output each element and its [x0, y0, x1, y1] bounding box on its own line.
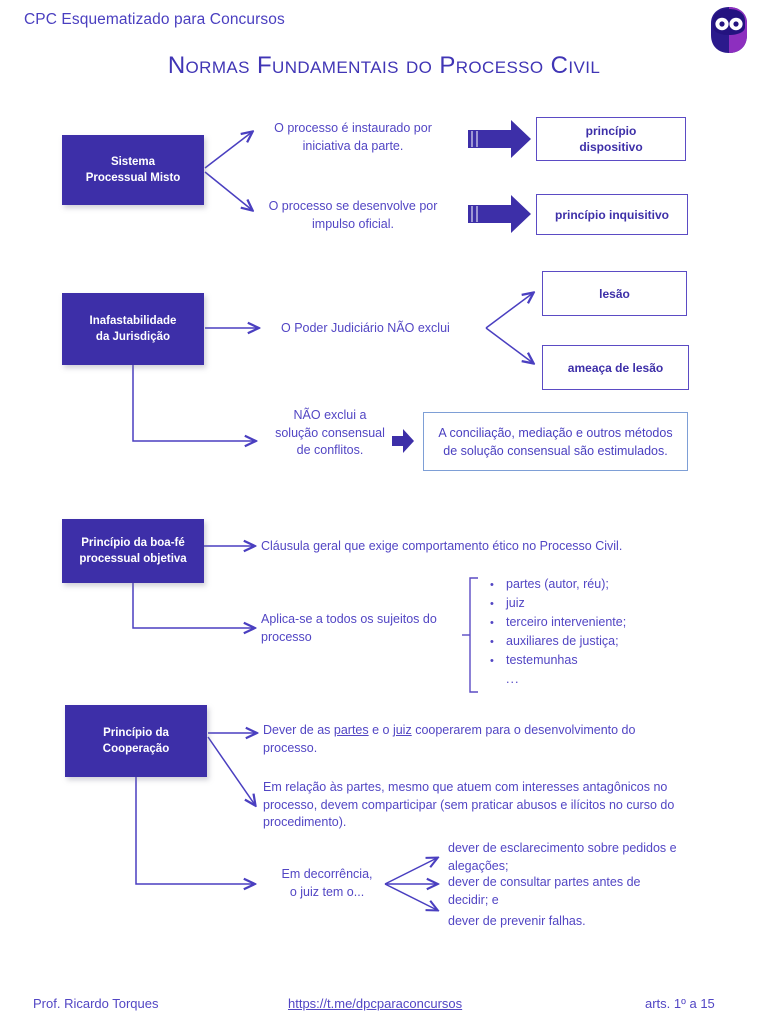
box-principio-dispositivo[interactable]: princípio dispositivo	[536, 117, 686, 161]
box-ameaca-de-lesao[interactable]: ameaça de lesão	[542, 345, 689, 390]
text-dever-mid: e o	[368, 723, 393, 737]
header-subtitle: CPC Esquematizado para Concursos	[24, 11, 285, 28]
text-dever-partes-juiz: Dever de as partes e o juiz cooperarem p…	[263, 722, 683, 757]
list-item-label: testemunhas	[506, 653, 578, 667]
box-ameaca-de-lesao-label: ameaça de lesão	[567, 360, 664, 375]
text-dever-partes: partes	[333, 723, 369, 737]
list-item-label: auxiliares de justiça;	[506, 634, 619, 648]
footer-link[interactable]: https://t.me/dpcparaconcursos	[288, 996, 463, 1011]
box-principio-dispositivo-label: princípio dispositivo	[579, 124, 643, 154]
list-item-label: terceiro interveniente;	[506, 615, 627, 629]
list-item: • auxiliares de justiça;	[490, 632, 690, 651]
text-clausula-geral: Cláusula geral que exige comportamento é…	[261, 539, 623, 553]
list-item-label: partes (autor, réu);	[506, 577, 609, 591]
text-dever-esclarecimento: dever de esclarecimento sobre pedidos e …	[448, 841, 677, 873]
block-arrow-2	[468, 195, 531, 233]
box-lesao-label: lesão	[599, 286, 630, 301]
box-principio-inquisitivo-label: princípio inquisitivo	[555, 207, 669, 222]
text-processo-desenvolve: O processo se desenvolve por impulso ofi…	[268, 199, 438, 231]
text-dever-juiz: juiz	[392, 723, 412, 737]
bullet-icon: •	[490, 636, 494, 648]
box-principio-inquisitivo[interactable]: princípio inquisitivo	[536, 194, 688, 235]
text-em-relacao-partes: Em relação às partes, mesmo que atuem co…	[263, 780, 675, 829]
block-arrow-3	[392, 429, 414, 453]
footer-author: Prof. Ricardo Torques	[33, 996, 159, 1011]
bullet-icon: •	[490, 579, 494, 591]
text-dever-consultar: dever de consultar partes antes de decid…	[448, 875, 641, 907]
list-item-label: juiz	[506, 596, 525, 610]
page-title: Normas Fundamentais do Processo Civil	[167, 52, 601, 79]
text-dever-pre: Dever de as	[263, 723, 334, 737]
box-lesao[interactable]: lesão	[542, 271, 687, 316]
list-item: • partes (autor, réu);	[490, 575, 690, 594]
list-item: • terceiro interveniente;	[490, 613, 690, 632]
box-inafastabilidade[interactable]: Inafastabilidade da Jurisdição	[62, 293, 204, 365]
block-arrow-1	[468, 120, 531, 158]
text-nao-exclui-solucao: NÃO exclui a solução consensual de confl…	[275, 408, 385, 457]
box-principio-boa-fe-label: Princípio da boa-fé processual objetiva	[79, 537, 187, 565]
owl-logo-icon	[711, 7, 747, 53]
box-conciliacao-mediacao[interactable]: A conciliação, mediação e outros métodos…	[423, 412, 688, 471]
text-dever-post: cooperarem para o desenvolvimento do pro…	[263, 723, 636, 755]
footer-articles: arts. 1º a 15	[645, 996, 715, 1011]
box-inafastabilidade-label: Inafastabilidade da Jurisdição	[89, 315, 177, 343]
text-em-decorrencia: Em decorrência, o juiz tem o...	[281, 867, 373, 899]
box-principio-boa-fe[interactable]: Princípio da boa-fé processual objetiva	[62, 519, 204, 583]
list-item: • testemunhas	[490, 651, 690, 670]
box-sistema-processual-misto[interactable]: Sistema Processual Misto	[62, 135, 204, 205]
box-conciliacao-label: A conciliação, mediação e outros métodos…	[438, 425, 673, 458]
text-poder-judiciario: O Poder Judiciário NÃO exclui	[281, 321, 450, 335]
list-ellipsis: ...	[506, 672, 520, 686]
box-principio-cooperacao-label: Princípio da Cooperação	[102, 727, 170, 755]
bullet-icon: •	[490, 617, 494, 629]
text-aplica-se-sujeitos: Aplica-se a todos os sujeitos do process…	[261, 612, 437, 644]
box-sistema-label: Sistema Processual Misto	[85, 156, 181, 184]
list-sujeitos: • partes (autor, réu); • juiz • terceiro…	[490, 575, 690, 688]
list-item: • juiz	[490, 594, 690, 613]
text-processo-instaurado: O processo é instaurado por iniciativa d…	[274, 121, 432, 153]
bullet-icon: •	[490, 598, 494, 610]
box-principio-cooperacao[interactable]: Princípio da Cooperação	[65, 705, 207, 777]
bullet-icon: •	[490, 655, 494, 667]
text-dever-prevenir: dever de prevenir falhas.	[448, 914, 586, 928]
